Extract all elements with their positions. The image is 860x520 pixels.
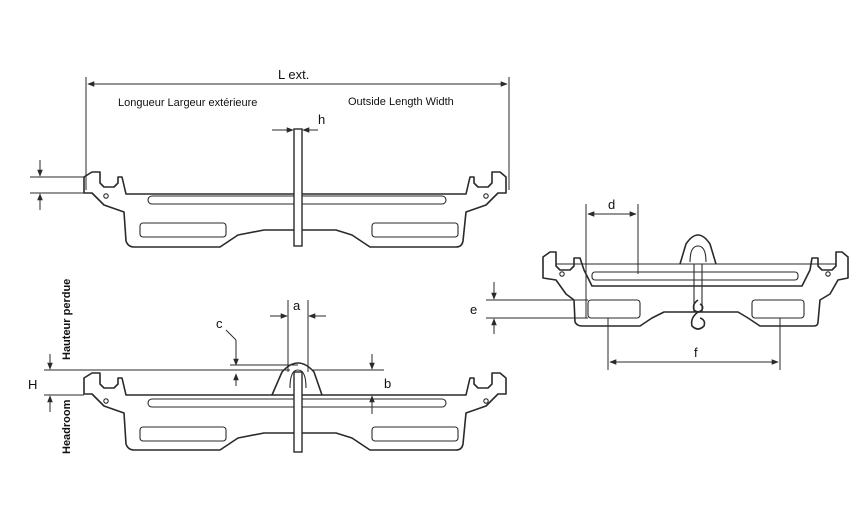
perspective-window-right bbox=[751, 299, 805, 319]
c-label: c bbox=[216, 316, 223, 331]
perspective-eye-hole bbox=[689, 245, 707, 263]
perspective-view bbox=[486, 204, 849, 370]
beam-outline-bottom bbox=[83, 372, 507, 451]
h-label: h bbox=[318, 112, 325, 127]
perspective-pin-left bbox=[559, 271, 565, 277]
window-right-bottom bbox=[371, 426, 459, 442]
window-right bbox=[371, 222, 459, 238]
perspective-window-left bbox=[587, 299, 641, 319]
e-label: e bbox=[470, 302, 477, 317]
top-front-view bbox=[30, 77, 510, 248]
beam-outline-top bbox=[83, 171, 507, 248]
window-left bbox=[139, 222, 227, 238]
d-label: d bbox=[608, 197, 615, 212]
central-plate-bottom bbox=[293, 371, 303, 453]
central-plate bbox=[293, 128, 303, 247]
perspective-slot bbox=[591, 271, 799, 281]
perspective-pin-right bbox=[825, 271, 831, 277]
pin-hole-right-bottom bbox=[483, 398, 489, 404]
pin-hole-left-bottom bbox=[103, 398, 109, 404]
longueur-label: Longueur Largeur extérieure bbox=[118, 97, 257, 109]
bottom-front-view bbox=[44, 300, 507, 453]
pin-hole-right bbox=[483, 193, 489, 199]
outside-label: Outside Length Width bbox=[348, 96, 454, 108]
pin-hole-left bbox=[103, 193, 109, 199]
lifting-eye bbox=[271, 362, 323, 396]
perspective-hook bbox=[690, 299, 706, 330]
headroom-label: Headroom bbox=[61, 399, 73, 454]
f-label: f bbox=[694, 345, 698, 360]
b-label: b bbox=[384, 376, 391, 391]
H-label: H bbox=[28, 377, 37, 392]
lifting-eye-hole bbox=[289, 369, 307, 389]
perspective-lifting-eye bbox=[679, 234, 717, 265]
perspective-beam-outline bbox=[542, 251, 849, 327]
a-label: a bbox=[293, 298, 301, 313]
c-leader bbox=[225, 329, 237, 341]
hauteur-label: Hauteur perdue bbox=[61, 279, 73, 360]
window-left-bottom bbox=[139, 426, 227, 442]
l-ext-label: L ext. bbox=[278, 67, 309, 82]
